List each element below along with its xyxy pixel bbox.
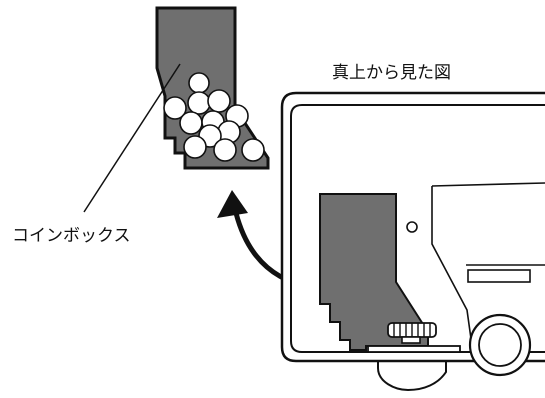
slot [467, 269, 531, 283]
base-strip [367, 345, 461, 353]
coin [179, 111, 203, 135]
roller [468, 313, 532, 377]
coin [213, 138, 237, 162]
coin-box-label: コインボックス [12, 226, 131, 246]
coin [187, 91, 211, 115]
machine-top-view [280, 91, 545, 392]
top-view-label: 真上から見た図 [332, 63, 451, 83]
thumb-screw-icon [387, 322, 437, 344]
mounting-hole [406, 221, 418, 233]
coin [183, 135, 207, 159]
internal-guide [431, 182, 545, 187]
leader-line [83, 63, 181, 213]
coin-box-installed [319, 193, 429, 351]
coins [163, 72, 265, 162]
coin [241, 138, 265, 162]
coin [163, 96, 187, 120]
machine-inner-housing [290, 104, 545, 353]
coin-box-removed [155, 6, 270, 170]
internal-guide [431, 186, 473, 347]
coin [207, 89, 231, 113]
machine-bottom-shadow [377, 357, 447, 392]
coin [188, 72, 210, 94]
